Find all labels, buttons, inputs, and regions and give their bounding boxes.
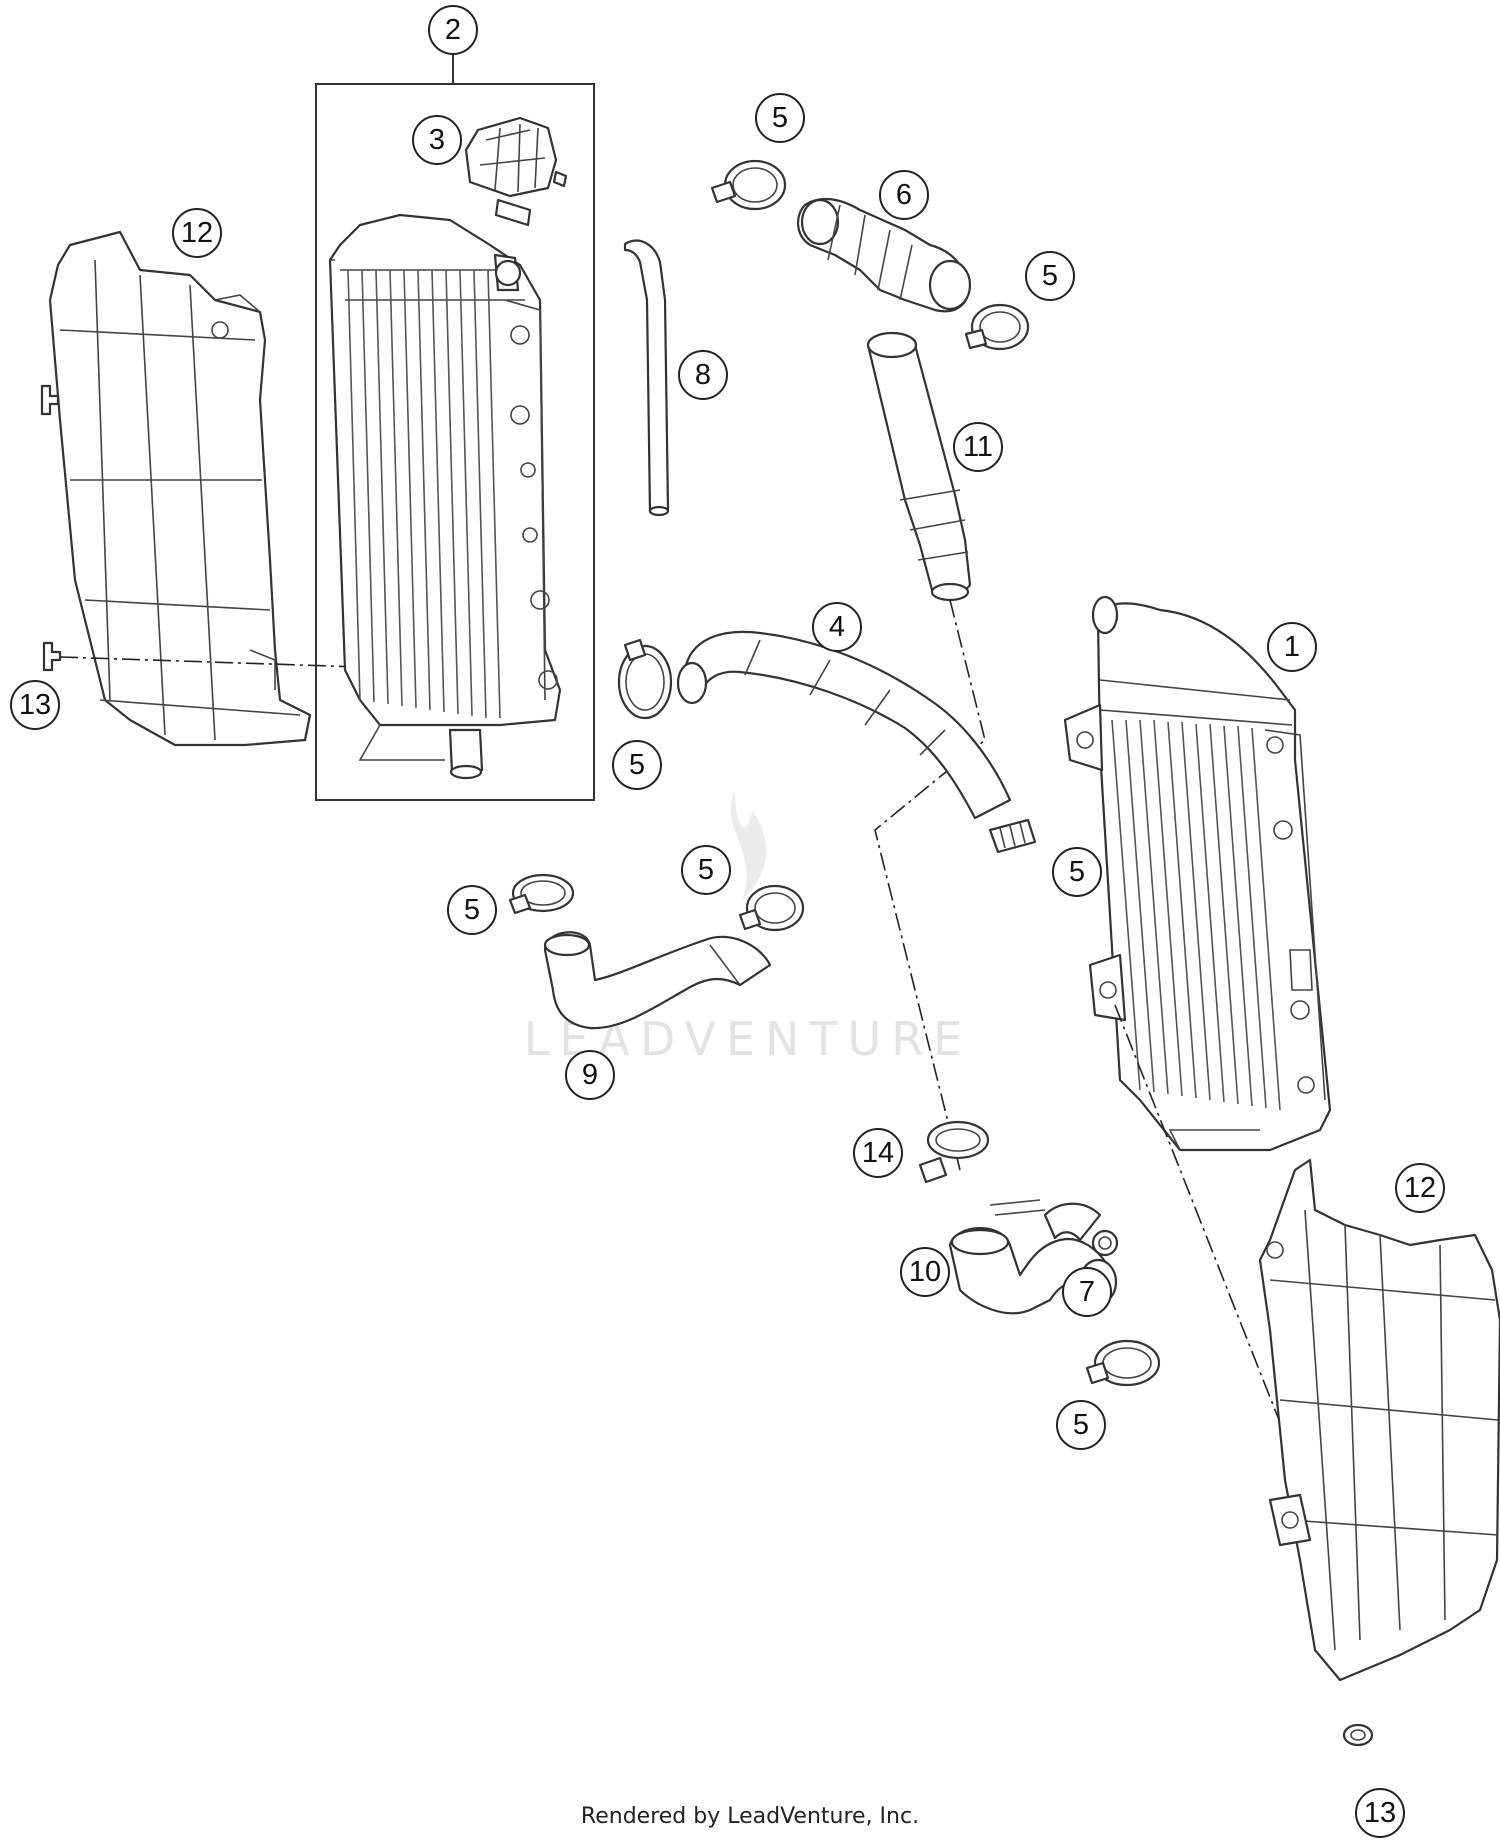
callout-label: 12 (1404, 1172, 1436, 1204)
callout-label: 5 (698, 854, 714, 886)
leader-13-right (1114, 1004, 1361, 1626)
callout-12-right: 12 (1395, 1163, 1445, 1213)
radiator-shroud-right (1258, 1158, 1500, 1682)
callout-2: 2 (428, 5, 478, 55)
callout-8: 8 (678, 350, 728, 400)
callout-5-clamp-right: 5 (681, 845, 731, 895)
radiator-cap (464, 116, 568, 198)
radiator-right (1063, 595, 1332, 1152)
callout-4: 4 (812, 602, 862, 652)
leader-11-10 (874, 599, 986, 1171)
callout-5-bottom: 5 (1056, 1400, 1106, 1450)
callout-label: 7 (1079, 1276, 1095, 1308)
elbow-connector (948, 1199, 1118, 1315)
radiator-hose-lower (543, 931, 772, 1030)
callout-label: 9 (582, 1059, 598, 1091)
callout-label: 14 (862, 1137, 894, 1169)
hose-connector-upper (797, 197, 972, 313)
callout-14: 14 (853, 1128, 903, 1178)
callout-label: 5 (1042, 260, 1058, 292)
callout-label: 8 (695, 359, 711, 391)
callout-label: 2 (445, 14, 461, 46)
callout-label: 5 (629, 749, 645, 781)
callout-5-mid-right: 5 (1052, 847, 1102, 897)
callout-1: 1 (1267, 622, 1317, 672)
breather-hose (623, 239, 670, 517)
callout-label: 13 (19, 689, 51, 721)
push-rivet-right (1342, 1723, 1374, 1747)
callout-label: 10 (909, 1256, 941, 1288)
coolant-pipe (866, 331, 972, 602)
callout-5-mid-left: 5 (612, 740, 662, 790)
assembly-box (315, 83, 595, 801)
callout-label: 12 (181, 217, 213, 249)
callout-10: 10 (900, 1247, 950, 1297)
hose-clamp-14 (918, 1120, 990, 1184)
callout-label: 5 (1069, 856, 1085, 888)
callout-label: 11 (963, 431, 993, 463)
callout-12-left: 12 (172, 208, 222, 258)
callout-9: 9 (565, 1050, 615, 1100)
callout-label: 13 (1364, 1797, 1396, 1829)
radiator-hose-upper (676, 630, 1012, 820)
callout-11: 11 (953, 422, 1003, 472)
callout-label: 5 (464, 894, 480, 926)
push-rivet-left (40, 384, 62, 672)
callout-3: 3 (412, 115, 462, 165)
callout-label: 3 (429, 124, 445, 156)
callout-7: 7 (1062, 1267, 1112, 1317)
radiator-shroud-left (48, 230, 312, 747)
o-ring (1091, 1229, 1119, 1257)
callout-6: 6 (879, 170, 929, 220)
callout-label: 5 (1073, 1409, 1089, 1441)
render-credit: Rendered by LeadVenture, Inc. (581, 1804, 919, 1829)
radiator-left (328, 198, 562, 780)
callout-label: 4 (829, 611, 845, 643)
callout-5-top: 5 (755, 93, 805, 143)
callout-label: 6 (896, 179, 912, 211)
callout-13-left: 13 (10, 680, 60, 730)
callout-13-right: 13 (1355, 1788, 1405, 1838)
callout-5-right-top: 5 (1025, 251, 1075, 301)
callout-label: 1 (1284, 631, 1300, 663)
callout-label: 5 (772, 102, 788, 134)
callout-5-clamp-left: 5 (447, 885, 497, 935)
hose-clamp (508, 159, 1161, 1387)
